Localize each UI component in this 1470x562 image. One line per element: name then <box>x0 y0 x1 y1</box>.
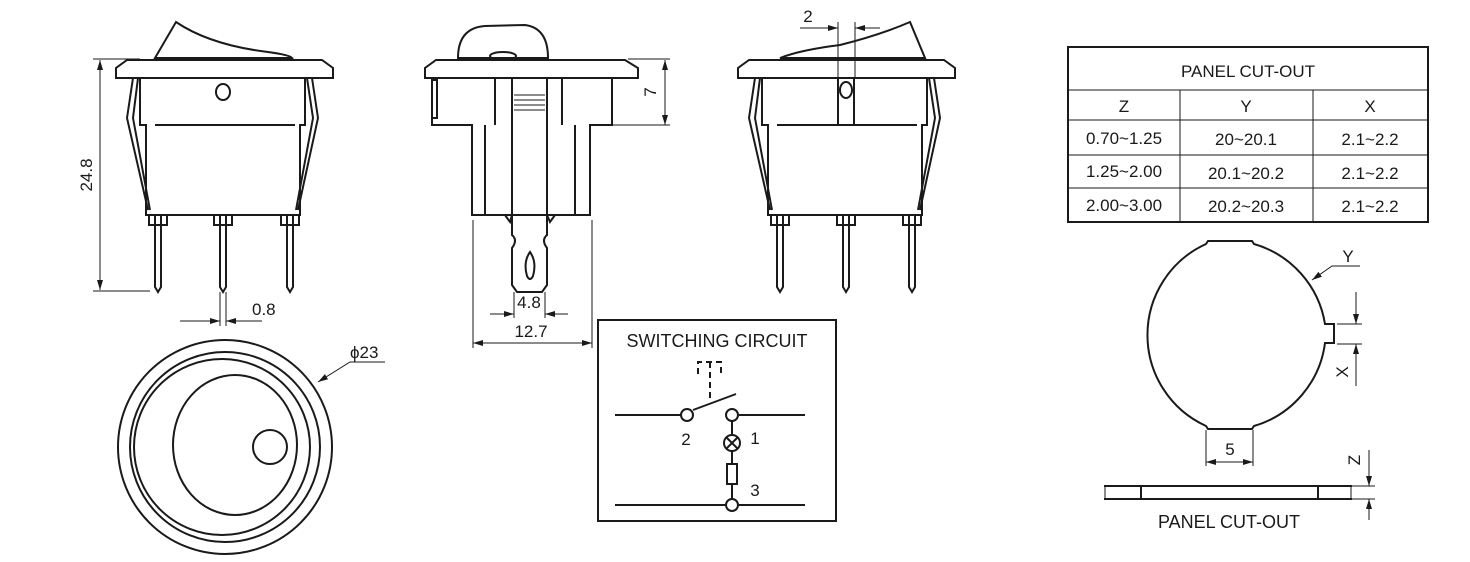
dim-flange-height: 7 <box>641 87 660 96</box>
spring-right <box>295 77 320 211</box>
switching-circuit: SWITCHING CIRCUIT 2 1 3 <box>597 319 837 522</box>
label-x: X <box>1333 366 1352 377</box>
cutout-caption: PANEL CUT-OUT <box>1158 512 1300 532</box>
flange <box>737 59 956 79</box>
dim-diameter: ϕ23 <box>350 343 378 362</box>
header-x: X <box>1364 97 1375 116</box>
pins <box>770 214 922 294</box>
dim-flat-width: 5 <box>1225 440 1234 459</box>
indicator-lamp <box>252 429 288 465</box>
table-cell: 0.70~1.25 <box>1086 129 1162 148</box>
pins <box>148 214 300 294</box>
rocker-actuator <box>779 20 927 59</box>
table-cell: 2.00~3.00 <box>1086 196 1162 215</box>
panel-section-left <box>1104 485 1142 500</box>
dome-actuator <box>456 23 550 59</box>
top-view: ϕ23 <box>117 339 385 555</box>
side-view-left: 24.8 0.8 <box>77 20 334 326</box>
terminal-tab <box>504 78 556 293</box>
panel-section-right <box>1317 485 1352 500</box>
front-view: 7 4.8 12.7 <box>424 23 670 348</box>
side-view-right: 2 <box>737 7 956 294</box>
terminal-3-label: 3 <box>750 481 759 500</box>
header-y: Y <box>1240 97 1251 116</box>
spring-left <box>125 77 151 211</box>
panel-cutout-drawing: Y X 5 Z PANEL CUT-OUT <box>1104 240 1375 532</box>
body <box>139 78 306 216</box>
table-cell: 20.1~20.2 <box>1208 164 1284 183</box>
table-cell: 2.1~2.2 <box>1341 130 1398 149</box>
flange <box>115 59 334 79</box>
indicator-lamp <box>215 83 231 101</box>
label-z: Z <box>1345 455 1364 465</box>
table-cell: 2.1~2.2 <box>1341 197 1398 216</box>
terminal-1-label: 1 <box>750 429 759 448</box>
dim-tab-width: 4.8 <box>517 293 541 312</box>
dim-height: 24.8 <box>77 158 96 191</box>
header-z: Z <box>1119 97 1129 116</box>
table-title: PANEL CUT-OUT <box>1181 62 1315 81</box>
table-cell: 1.25~2.00 <box>1086 162 1162 181</box>
panel-cutout-table: PANEL CUT-OUT Z Y X 0.70~1.25 20~20.1 2.… <box>1067 46 1429 223</box>
flange <box>424 59 639 79</box>
label-y: Y <box>1342 247 1353 266</box>
table-cell: 20~20.1 <box>1215 130 1277 149</box>
resistor-icon <box>726 463 738 485</box>
dim-pin-width: 0.8 <box>252 300 276 319</box>
circuit-title: SWITCHING CIRCUIT <box>627 331 808 351</box>
dim-offset: 2 <box>803 7 812 26</box>
rocker-actuator <box>153 20 294 59</box>
rocker-top <box>172 374 298 516</box>
dim-body-width: 12.7 <box>514 322 547 341</box>
lamp-icon <box>723 434 741 452</box>
table-cell: 2.1~2.2 <box>1341 164 1398 183</box>
table-cell: 20.2~20.3 <box>1208 197 1284 216</box>
terminal-2-label: 2 <box>681 430 690 449</box>
